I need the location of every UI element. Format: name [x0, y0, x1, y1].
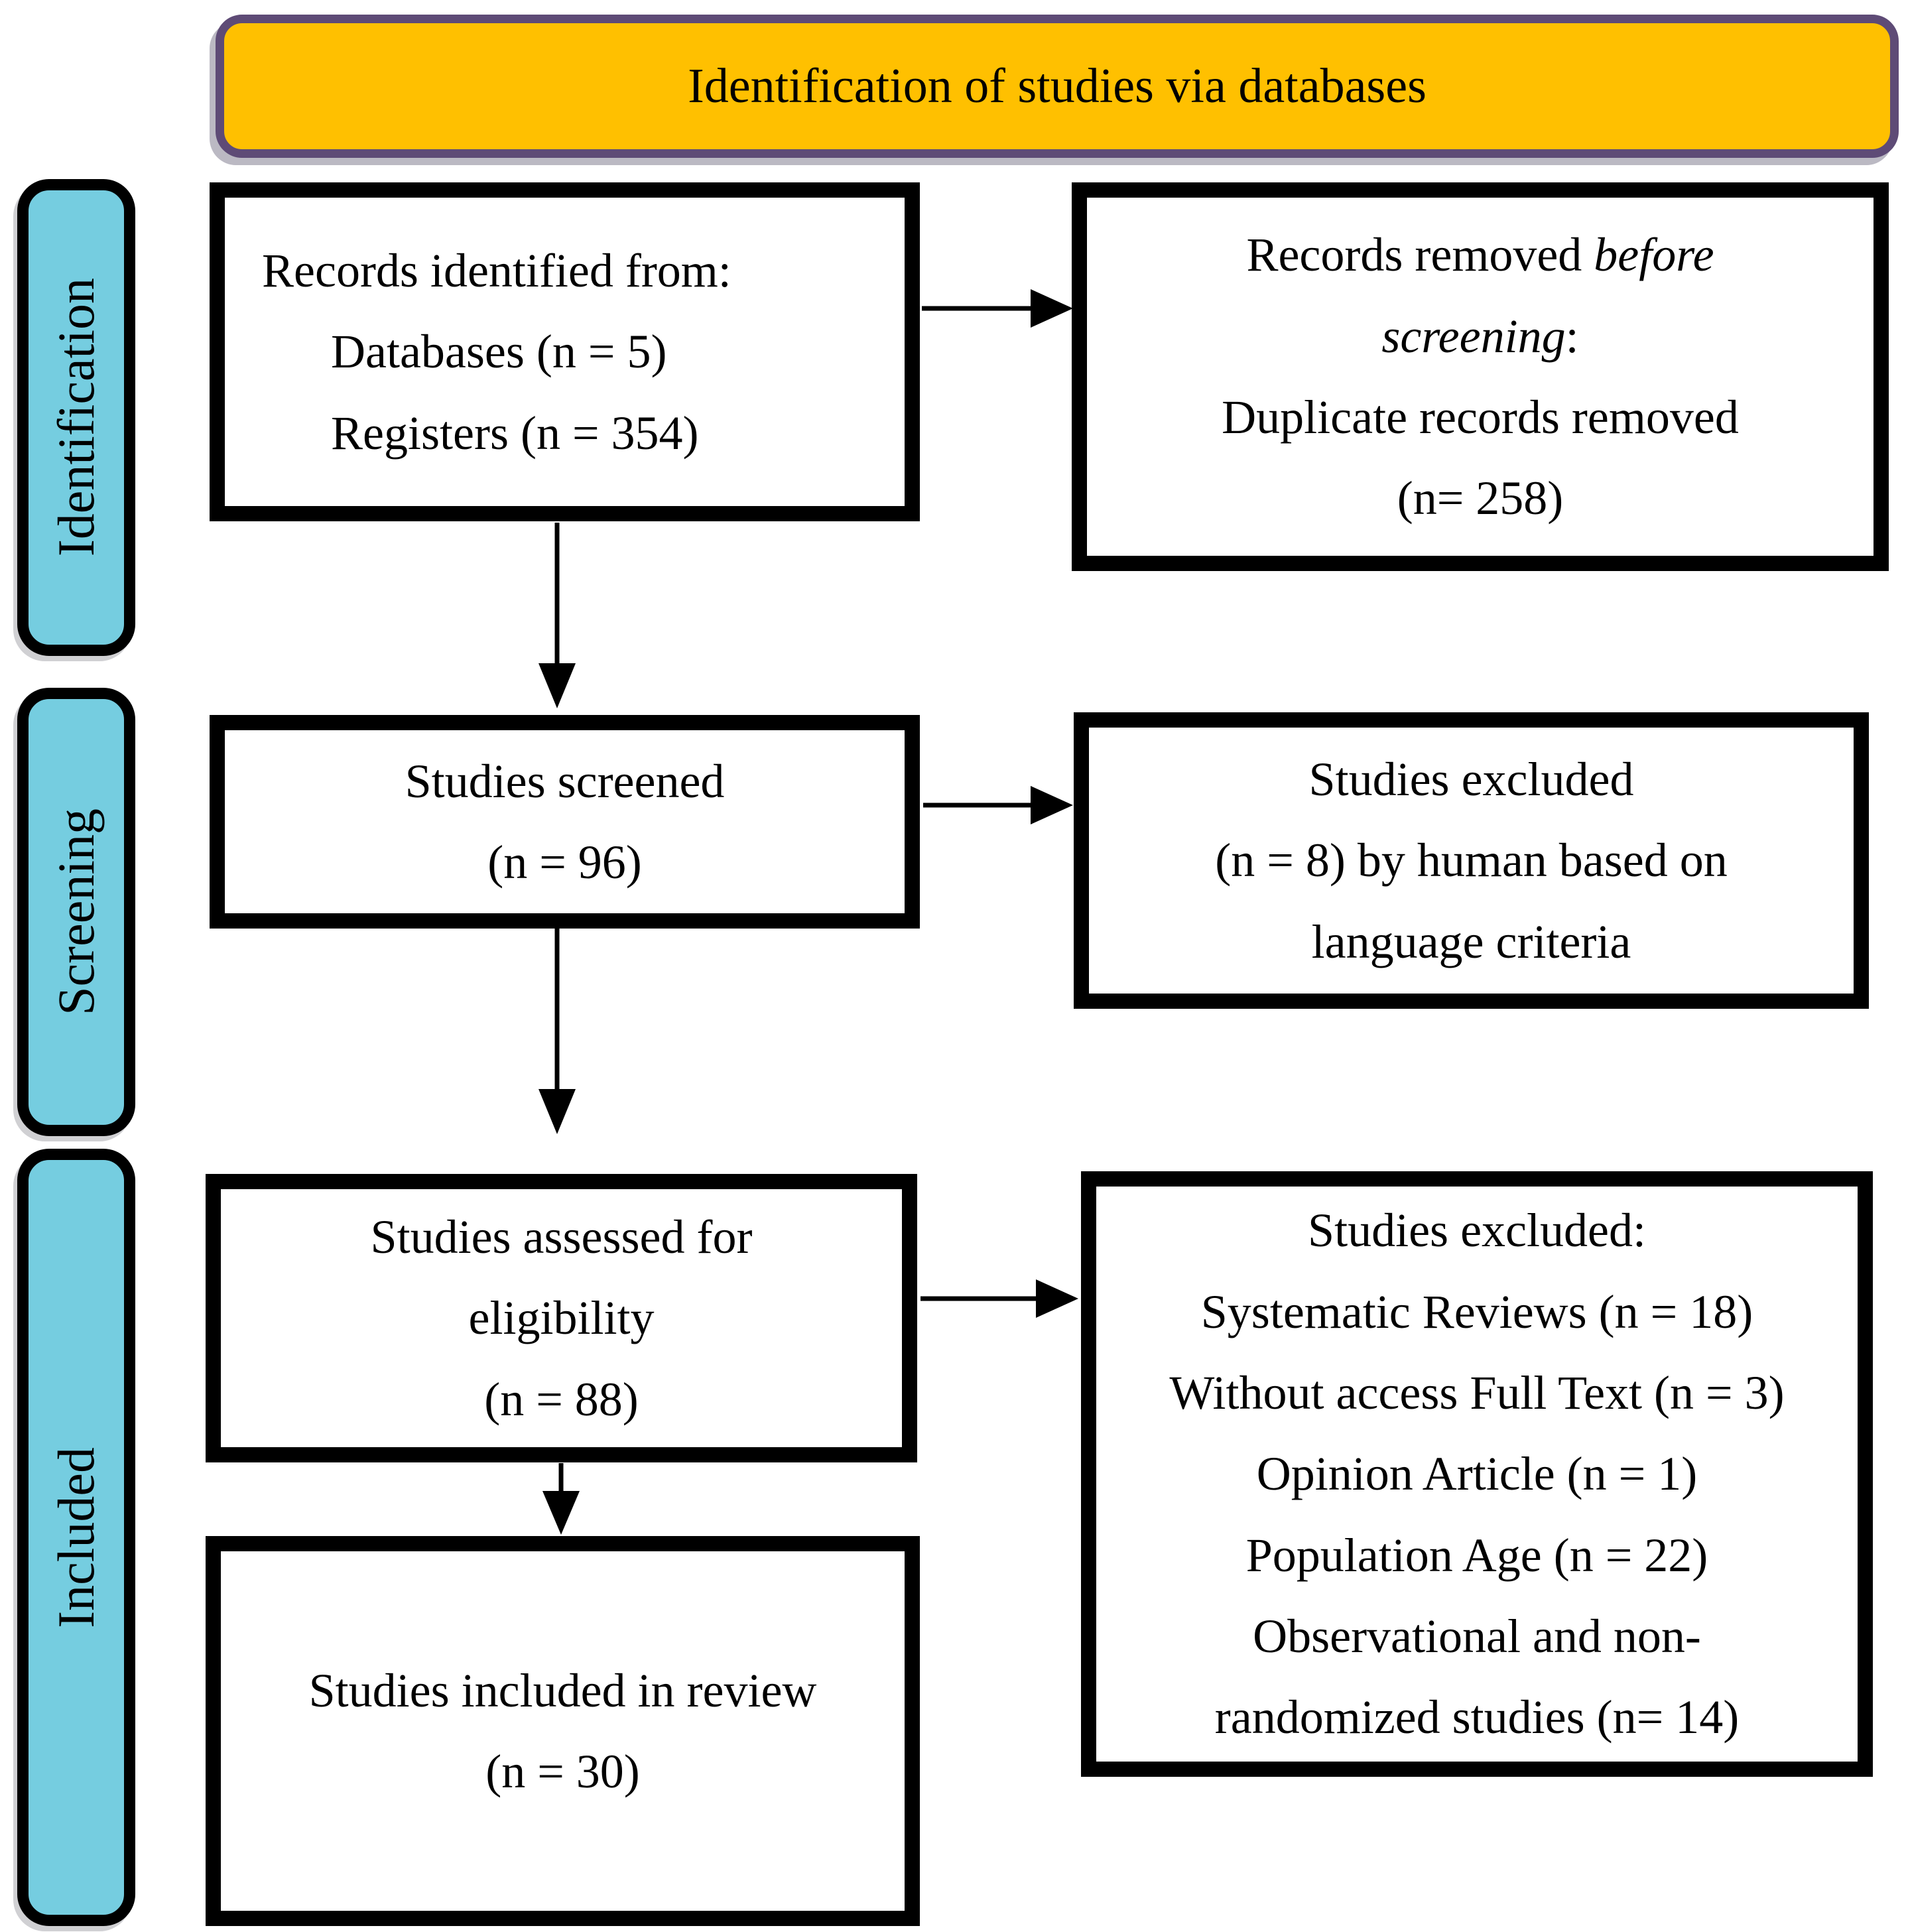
side-label-included: Included: [17, 1149, 135, 1926]
side-label-screening: Screening: [17, 688, 135, 1136]
text-line: (n = 96): [487, 836, 642, 889]
box-studies-screened: Studies screened (n = 96): [210, 715, 920, 929]
text-line: (n = 8) by human based on: [1215, 834, 1728, 887]
text-line: Studies assessed for: [370, 1210, 753, 1263]
text-line: Registers (n = 354): [331, 406, 699, 460]
text-segment-italic: before: [1594, 228, 1714, 282]
box-records-identified: Records identified from: Databases (n = …: [210, 182, 920, 521]
box-studies-assessed: Studies assessed for eligibility (n = 88…: [206, 1174, 917, 1462]
text-segment: Records removed: [1246, 228, 1594, 282]
arrow-right-icon: [921, 1279, 1078, 1318]
text-line: screening:: [1087, 296, 1874, 377]
box-studies-included: Studies included in review (n = 30): [206, 1536, 920, 1926]
text-line: (n= 258): [1397, 472, 1564, 525]
banner: Identification of studies via databases: [216, 15, 1899, 158]
text-line: Records identified from:: [262, 243, 731, 297]
text-line: Records removed before: [1087, 214, 1874, 295]
arrow-right-icon: [923, 786, 1073, 824]
arrow-down-icon: [539, 929, 576, 1134]
text-line: Databases (n = 5): [331, 325, 667, 379]
text-segment: :: [1565, 309, 1579, 363]
box-studies-excluded-screening: Studies excluded (n = 8) by human based …: [1074, 712, 1869, 1009]
text-line: Population Age (n = 22): [1245, 1528, 1708, 1582]
text-segment-italic: screening: [1381, 309, 1566, 363]
arrow-down-icon: [539, 523, 576, 708]
arrow-right-icon: [922, 289, 1073, 328]
arrow-down-icon: [542, 1463, 580, 1535]
text-line: (n = 30): [485, 1745, 640, 1798]
text-line: eligibility: [468, 1291, 655, 1345]
text-line: Observational and non-: [1253, 1610, 1701, 1663]
side-label-text: Screening: [47, 808, 105, 1015]
side-label-text: Identification: [47, 278, 105, 557]
side-label-text: Included: [47, 1447, 105, 1628]
banner-title: Identification of studies via databases: [688, 58, 1427, 113]
text-line: randomized studies (n= 14): [1214, 1691, 1740, 1744]
text-line: Studies screened: [405, 754, 725, 808]
text-line: Studies included in review: [308, 1663, 817, 1717]
text-line: Studies excluded:: [1308, 1204, 1646, 1257]
text-line: Opinion Article (n = 1): [1256, 1447, 1698, 1501]
text-line: Duplicate records removed: [1222, 391, 1739, 444]
text-line: Systematic Reviews (n = 18): [1200, 1285, 1753, 1338]
text-line: language criteria: [1311, 915, 1631, 968]
box-studies-excluded-eligibility: Studies excluded: Systematic Reviews (n …: [1081, 1171, 1873, 1777]
side-label-identification: Identification: [17, 179, 135, 656]
text-line: Without access Full Text (n = 3): [1169, 1366, 1785, 1419]
text-line: (n = 88): [484, 1372, 639, 1426]
box-records-removed: Records removed before screening: Duplic…: [1072, 182, 1889, 571]
text-line: Studies excluded: [1308, 752, 1634, 806]
